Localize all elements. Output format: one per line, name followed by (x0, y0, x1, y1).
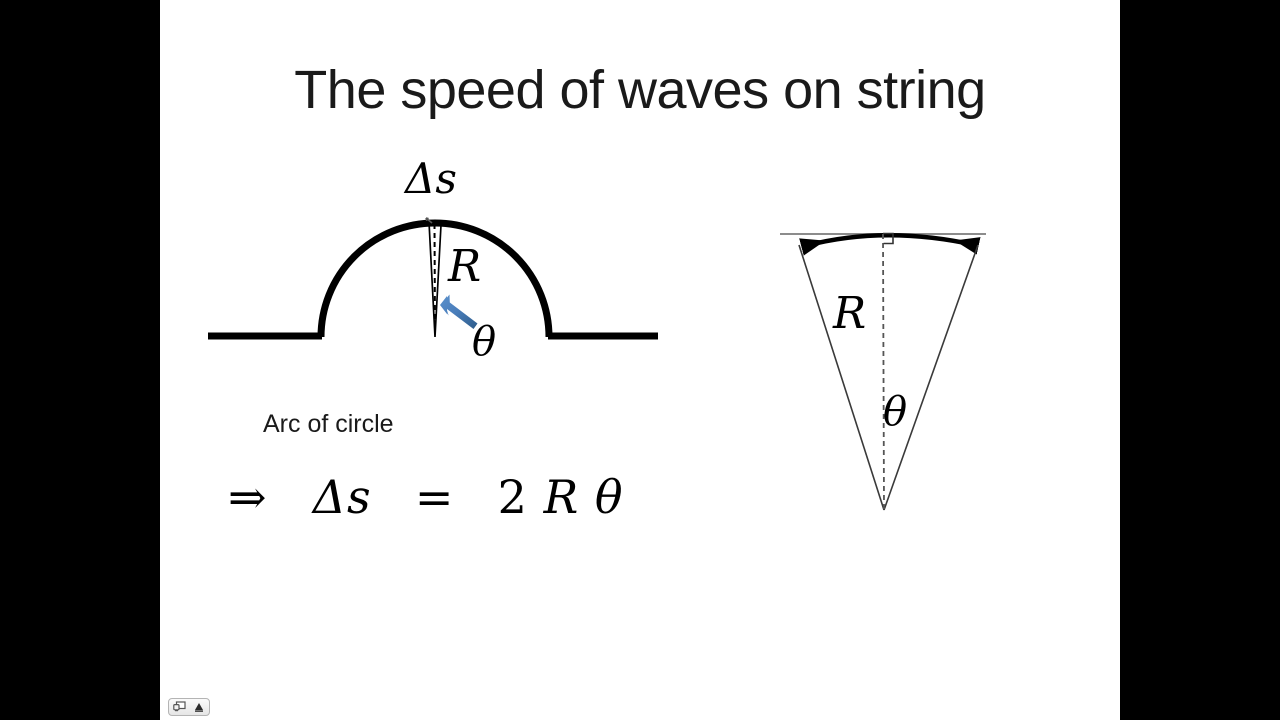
letterbox-left (0, 0, 160, 720)
formula-angle: θ (594, 470, 624, 524)
formula-equals-symbol: = (414, 470, 455, 524)
string-pulse-arc (317, 219, 553, 338)
page-title: The speed of waves on string (294, 60, 986, 120)
formula-radius: R (543, 470, 580, 524)
label-angle-left: θ (472, 319, 497, 365)
screen-icon (172, 701, 186, 712)
presenter-toolbar[interactable] (168, 698, 210, 716)
right-angle-marker-icon (883, 232, 894, 245)
label-radius-right: R (833, 288, 867, 339)
letterbox-right (1120, 0, 1280, 720)
wedge-radius-right-line (883, 244, 979, 511)
formula-lhs: Δs (312, 470, 372, 524)
wedge-radius-left-line (798, 244, 885, 511)
screen-options-button[interactable] (172, 700, 187, 714)
formula-implies-symbol: ⇒ (228, 470, 268, 524)
arc-length-double-arrow (799, 233, 981, 256)
label-delta-s: Δs (405, 154, 457, 203)
label-radius-left: R (448, 241, 482, 292)
wedge-outline-left (428, 220, 442, 338)
pointer-triangle-icon (195, 703, 203, 712)
formula-coefficient: 2 (497, 470, 528, 524)
wedge-bisector-dashed-line (882, 233, 885, 510)
presentation-slide: The speed of waves on string (160, 0, 1120, 720)
wedge-centre-dashed-line-left (433, 223, 436, 335)
label-angle-right: θ (883, 389, 908, 435)
pointer-options-button[interactable] (192, 700, 207, 714)
formula-arc-length: ⇒ Δs = 2 R θ (228, 470, 624, 524)
text-arc-of-circle: Arc of circle (263, 410, 394, 438)
apex-pointer-icon (425, 217, 433, 224)
